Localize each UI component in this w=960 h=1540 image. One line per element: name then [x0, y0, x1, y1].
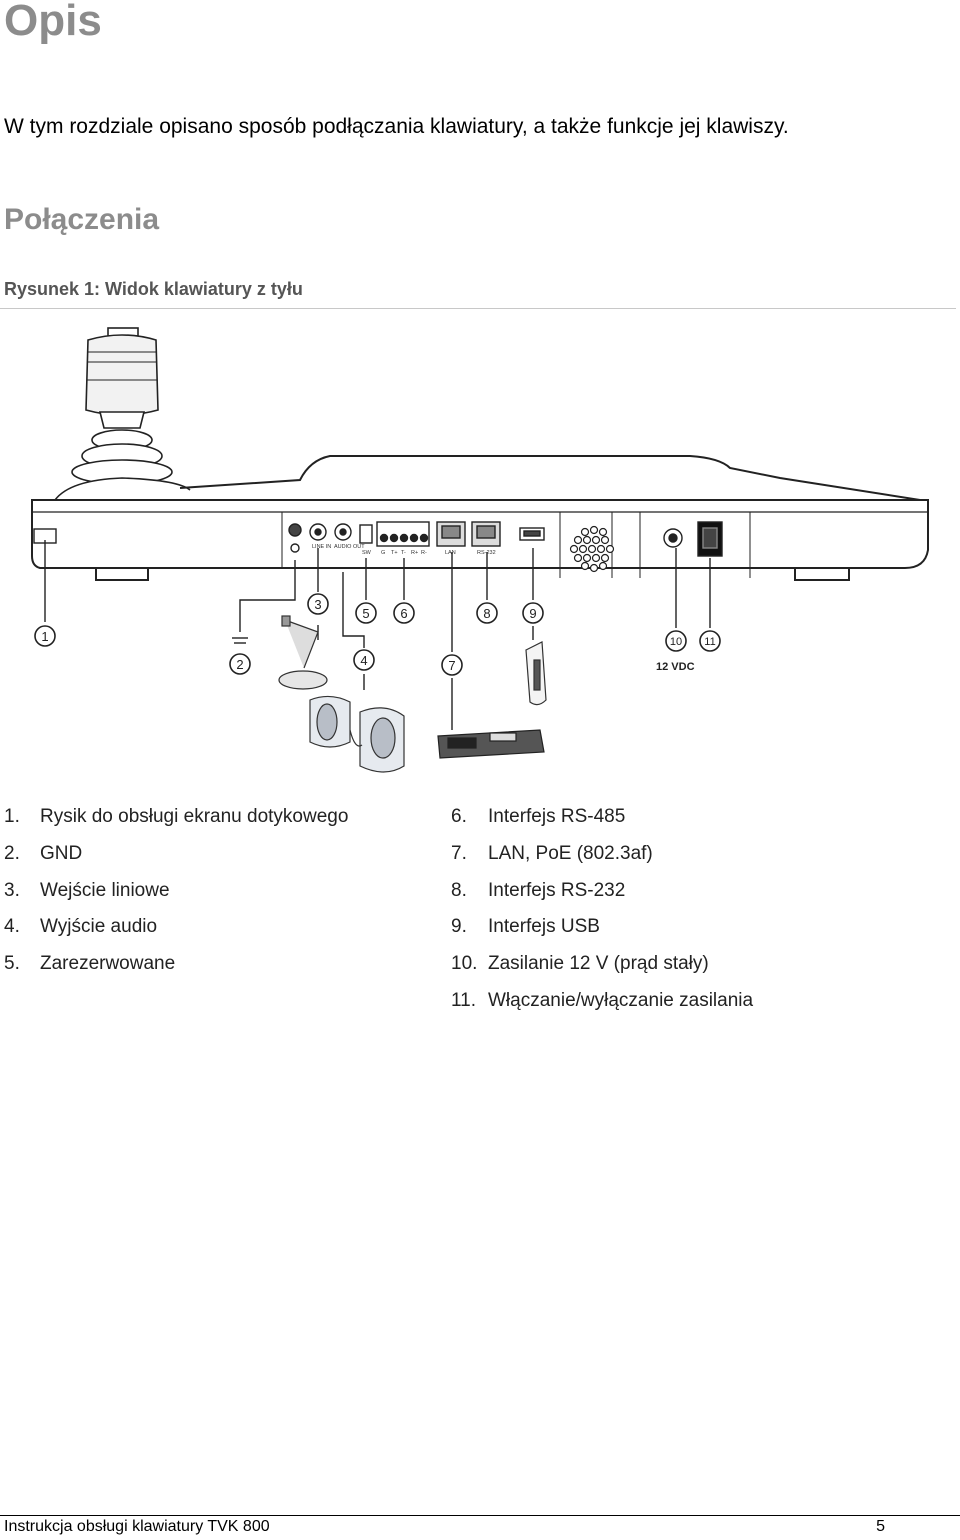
callout-2: 2: [236, 657, 243, 672]
callout-10: 10: [670, 636, 682, 648]
legend-number: 10.: [451, 953, 478, 975]
callout-6: 6: [400, 606, 407, 621]
ports-panel: [288, 521, 723, 557]
label-audio-out: AUDIO OUT: [334, 544, 365, 550]
leader-lines: [44, 540, 711, 730]
legend-text: GND: [40, 842, 83, 864]
page-title: Opis: [4, 0, 102, 45]
legend-number: 9.: [451, 916, 467, 938]
legend-text: Włączanie/wyłączanie zasilania: [488, 989, 754, 1011]
microphone-illustration: [278, 615, 328, 690]
legend-number: 11.: [451, 989, 477, 1011]
legend-text: Wejście liniowe: [40, 879, 170, 901]
legend-text: Zarezerwowane: [40, 953, 176, 975]
footer-page-number: 5: [876, 1518, 885, 1535]
label-12vdc: 12 VDC: [656, 661, 695, 673]
intro-paragraph: W tym rozdziale opisano sposób podłączan…: [4, 115, 789, 138]
legend-text: Interfejs USB: [488, 916, 600, 938]
network-switch-illustration: [437, 729, 545, 759]
legend-item: 2. GND: [4, 843, 424, 880]
section-title: Połączenia: [4, 203, 160, 236]
legend-text: Interfejs RS-485: [488, 806, 626, 827]
joystick-illustration: [54, 327, 191, 501]
label-t-minus: T-: [401, 550, 406, 556]
legend-item: 3. Wejście liniowe: [4, 880, 424, 917]
legend-item: 4. Wyjście audio: [4, 916, 424, 953]
legend-item: 8. Interfejs RS-232: [451, 880, 911, 917]
callout-1: 1: [41, 629, 48, 644]
legend-number: 3.: [4, 879, 20, 901]
legend-text: LAN, PoE (802.3af): [488, 842, 653, 864]
label-r-minus: R-: [421, 550, 427, 556]
label-t-plus: T+: [391, 550, 398, 556]
callout-7: 7: [448, 658, 455, 673]
legend-number: 2.: [4, 842, 20, 864]
legend-number: 4.: [4, 916, 20, 938]
legend-right-column: 6.Interfejs RS-485 7.LAN, PoE (802.3af) …: [451, 806, 911, 1027]
callout-3: 3: [314, 597, 321, 612]
legend-item: 1. Rysik do obsługi ekranu dotykowego: [4, 806, 424, 843]
legend-text: Zasilanie 12 V (prąd stały): [488, 953, 709, 975]
legend-number: 8.: [451, 879, 467, 901]
usb-stick-illustration: [525, 641, 547, 706]
callout-4: 4: [360, 653, 367, 668]
figure-caption: Rysunek 1: Widok klawiatury z tyłu: [4, 279, 303, 299]
legend-item: 7. LAN, PoE (802.3af): [451, 843, 911, 880]
keyboard-rear-figure: LINE IN AUDIO OUT SW G T+ T- R+ R- LAN R…: [31, 327, 929, 773]
footer-document-title: Instrukcja obsługi klawiatury TVK 800: [4, 1518, 270, 1535]
legend-number: 6.: [451, 806, 467, 827]
footer-divider: [0, 1515, 960, 1516]
caption-divider: [0, 308, 956, 309]
label-line-in: LINE IN: [312, 544, 331, 550]
legend-left-column: 1. Rysik do obsługi ekranu dotykowego 2. G…: [4, 806, 424, 990]
callout-11: 11: [704, 636, 715, 648]
speaker-grill: [569, 525, 615, 573]
legend-item: 10. Zasilanie 12 V (prąd stały): [451, 953, 911, 990]
callout-9: 9: [529, 606, 536, 621]
callout-markers: [34, 593, 721, 676]
label-sw: SW: [362, 550, 372, 556]
legend-text: Wyjście audio: [40, 916, 158, 938]
legend-number: 7.: [451, 842, 467, 864]
label-g: G: [381, 550, 385, 556]
speakers-illustration: [309, 695, 405, 773]
callout-5: 5: [362, 606, 369, 621]
legend-text: Rysik do obsługi ekranu dotykowego: [40, 806, 349, 827]
legend-item: 5. Zarezerwowane: [4, 953, 424, 990]
legend-item: 6. Interfejs RS-485: [451, 806, 911, 843]
legend-item: 9. Interfejs USB: [451, 916, 911, 953]
legend-number: 1.: [4, 806, 20, 827]
legend-item: 11. Włączanie/wyłączanie zasilania: [451, 990, 911, 1027]
legend-number: 5.: [4, 953, 20, 975]
callout-8: 8: [483, 606, 490, 621]
label-r-plus: R+: [411, 550, 418, 556]
legend-text: Interfejs RS-232: [488, 879, 626, 901]
label-lan: LAN: [445, 550, 456, 556]
